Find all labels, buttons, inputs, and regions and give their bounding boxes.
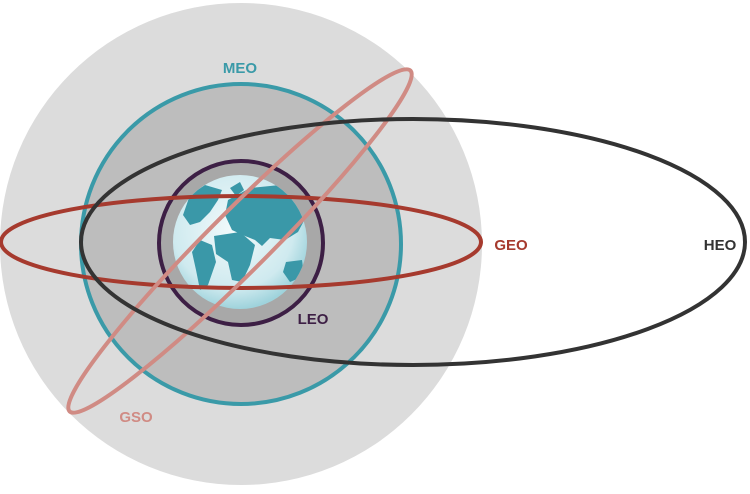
gso-orbit: [66, 67, 414, 415]
leo-label: LEO: [298, 311, 329, 328]
heo-orbit: [79, 117, 747, 367]
leo-orbit: [157, 159, 325, 327]
meo-label: MEO: [223, 60, 258, 77]
geo-label: GEO: [494, 237, 528, 254]
heo-label: HEO: [704, 237, 737, 254]
gso-label: GSO: [119, 409, 153, 426]
